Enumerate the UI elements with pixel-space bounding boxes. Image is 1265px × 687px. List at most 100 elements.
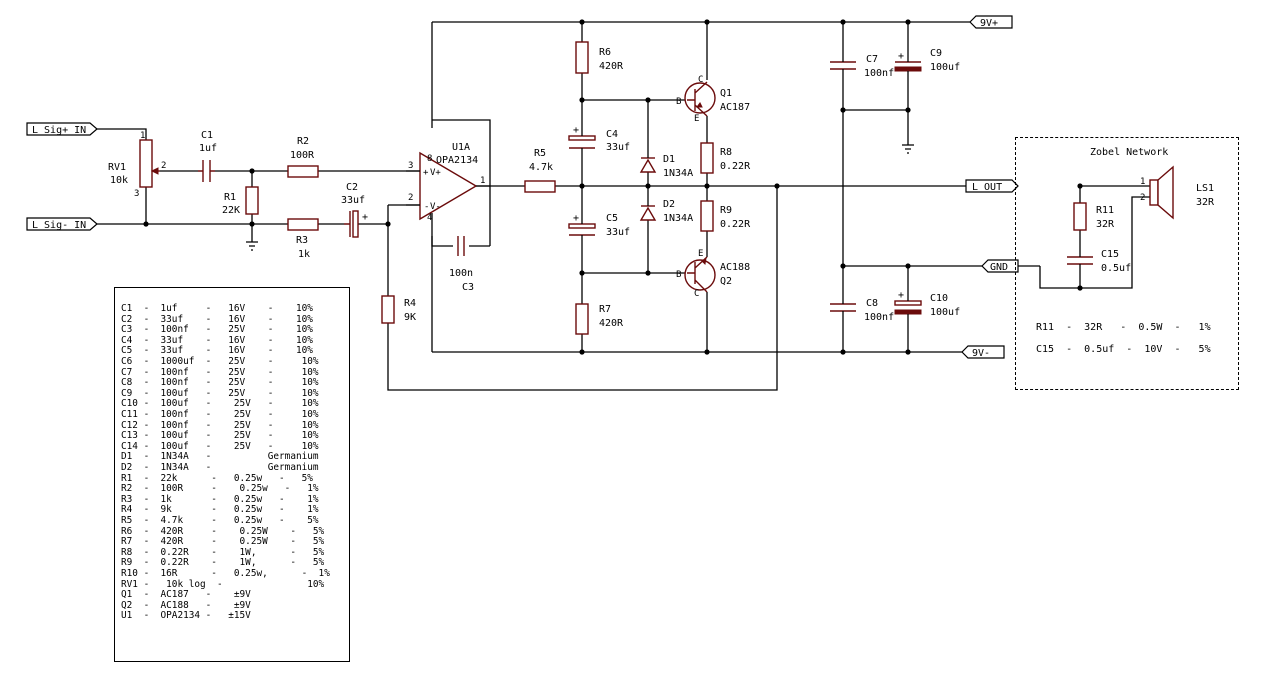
- svg-text:R4: R4: [404, 298, 416, 309]
- svg-text:3: 3: [134, 189, 139, 199]
- bom-row: C14 - 100uf - 25V - 10%: [121, 440, 319, 452]
- svg-text:2: 2: [1140, 193, 1145, 203]
- bom-row: C11 - 100nf - 25V - 10%: [121, 409, 319, 420]
- svg-text:C1: C1: [201, 130, 213, 141]
- svg-text:B: B: [676, 270, 681, 280]
- bom-row: D1 - 1N34A - Germanium: [121, 451, 319, 463]
- svg-text:V+: V+: [430, 168, 441, 178]
- capacitor-c15: C15 0.5uf: [1067, 249, 1131, 274]
- svg-text:C15: C15: [1101, 249, 1119, 260]
- zobel-network-box: Zobel Network R11 - 32R - 0.5W - 1% C15 …: [1015, 137, 1239, 390]
- svg-text:C2: C2: [346, 182, 358, 193]
- transistor-q1: B C E Q1 AC187: [676, 75, 750, 124]
- svg-text:8: 8: [427, 154, 432, 164]
- svg-text:C3: C3: [462, 282, 474, 293]
- bom-row: C2 - 33uf - 16V - 10%: [121, 313, 313, 325]
- label-9v-minus-text: 9V-: [972, 348, 990, 359]
- svg-text:R1: R1: [224, 192, 236, 203]
- svg-text:33uf: 33uf: [341, 195, 365, 206]
- svg-text:R11: R11: [1096, 205, 1114, 216]
- potentiometer-rv1: RV1 10k 1 2 3: [108, 131, 166, 199]
- svg-text:100n: 100n: [449, 268, 473, 279]
- svg-text:+: +: [362, 212, 368, 223]
- resistor-r6: R6 420R: [575, 41, 624, 74]
- svg-text:U1A: U1A: [452, 142, 470, 153]
- bom-row: C1 - 1uf - 16V - 10%: [121, 303, 313, 314]
- bom-row: C5 - 33uf - 16V - 10%: [121, 345, 313, 357]
- svg-text:D1: D1: [663, 154, 675, 165]
- junctions: [143, 19, 1083, 355]
- svg-text:2: 2: [408, 193, 413, 203]
- resistor-r11: R11 32R: [1073, 202, 1115, 231]
- svg-text:C7: C7: [866, 54, 878, 65]
- svg-text:E: E: [698, 249, 703, 259]
- svg-text:0.22R: 0.22R: [720, 219, 751, 230]
- svg-text:R2: R2: [297, 136, 309, 147]
- bom-row: RV1 - 10k log - 10%: [121, 578, 325, 590]
- svg-text:420R: 420R: [599, 61, 624, 72]
- bom-row: Q1 - AC187 - ±9V: [121, 589, 251, 601]
- resistor-r7: R7 420R: [575, 303, 624, 335]
- svg-text:C10: C10: [930, 293, 948, 304]
- svg-text:AC187: AC187: [720, 102, 750, 113]
- diode-d2: D2 1N34A: [639, 198, 693, 224]
- svg-text:420R: 420R: [599, 318, 624, 329]
- resistor-r5: R5 4.7k: [524, 148, 556, 193]
- svg-text:33uf: 33uf: [606, 227, 630, 238]
- bom-table: C1 - 1uf - 16V - 10%C2 - 33uf - 16V - 10…: [114, 287, 350, 662]
- bom-row: R8 - 0.22R - 1W, - 5%: [121, 546, 325, 558]
- bom-row: R4 - 9k - 0.25w - 1%: [121, 504, 319, 516]
- capacitor-c8: C8 100nf: [830, 298, 894, 323]
- svg-text:100R: 100R: [290, 150, 315, 161]
- svg-text:32R: 32R: [1096, 219, 1115, 230]
- svg-text:+: +: [898, 290, 904, 301]
- rv1-value: 10k: [110, 175, 128, 186]
- svg-text:1: 1: [480, 176, 485, 186]
- bom-row: C4 - 33uf - 16V - 10%: [121, 334, 313, 346]
- resistor-r3: R3 1k: [287, 218, 319, 260]
- bom-row: R9 - 0.22R - 1W, - 5%: [121, 557, 325, 569]
- bom-row: Q2 - AC188 - ±9V: [121, 599, 251, 611]
- ground-icon: [246, 241, 258, 251]
- rv1-ref: RV1: [108, 162, 126, 173]
- bom-row: C7 - 100nf - 25V - 10%: [121, 366, 319, 378]
- svg-text:B: B: [676, 97, 681, 107]
- label-9v-plus-text: 9V+: [980, 18, 998, 29]
- svg-text:9K: 9K: [404, 312, 416, 323]
- bom-row: R7 - 420R - 0.25W - 5%: [121, 536, 325, 548]
- resistor-r9: R9 0.22R: [700, 200, 751, 232]
- capacitor-c10: + C10 100uf: [894, 290, 960, 318]
- svg-text:R8: R8: [720, 147, 732, 158]
- svg-text:R5: R5: [534, 148, 546, 159]
- bom-row: R3 - 1k - 0.25w - 1%: [121, 493, 319, 505]
- resistor-r1: R1 22K: [222, 186, 259, 216]
- zobel-spec-c15: C15 - 0.5uf - 10V - 5%: [1036, 344, 1211, 355]
- capacitor-c5: + C5 33uf: [568, 213, 630, 241]
- label-sig-plus: L Sig+ IN: [26, 122, 98, 136]
- svg-text:+: +: [573, 213, 579, 224]
- svg-text:R6: R6: [599, 47, 611, 58]
- zobel-spec-r11: R11 - 32R - 0.5W - 1%: [1036, 322, 1211, 333]
- svg-text:100nf: 100nf: [864, 312, 894, 323]
- label-sig-plus-text: L Sig+ IN: [32, 125, 86, 136]
- svg-text:4.7k: 4.7k: [529, 162, 553, 173]
- svg-text:V-: V-: [430, 202, 441, 212]
- speaker-ls1: 1 2 LS1 32R: [1140, 165, 1215, 220]
- capacitor-c9: + C9 100uf: [894, 48, 960, 75]
- opamp-u1a: U1A OPA2134 3 2 1 + - V+ V- 8 4: [406, 142, 490, 223]
- svg-text:32R: 32R: [1196, 197, 1215, 208]
- label-gnd: GND: [981, 259, 1019, 273]
- bom-row: R5 - 4.7k - 0.25w - 5%: [121, 515, 319, 526]
- svg-text:+: +: [898, 51, 904, 62]
- bom-row: C6 - 1000uf - 25V - 10%: [121, 356, 319, 367]
- svg-text:Q1: Q1: [720, 88, 732, 99]
- capacitor-c4: + C4 33uf: [568, 125, 630, 153]
- svg-text:4: 4: [427, 213, 432, 223]
- bom-row: U1 - OPA2134 - ±15V: [121, 610, 251, 622]
- svg-text:C4: C4: [606, 129, 618, 140]
- svg-text:D2: D2: [663, 199, 675, 210]
- svg-text:22K: 22K: [222, 205, 240, 216]
- svg-text:C9: C9: [930, 48, 942, 59]
- bom-row: C8 - 100nf - 25V - 10%: [121, 377, 319, 389]
- svg-text:2: 2: [161, 161, 166, 171]
